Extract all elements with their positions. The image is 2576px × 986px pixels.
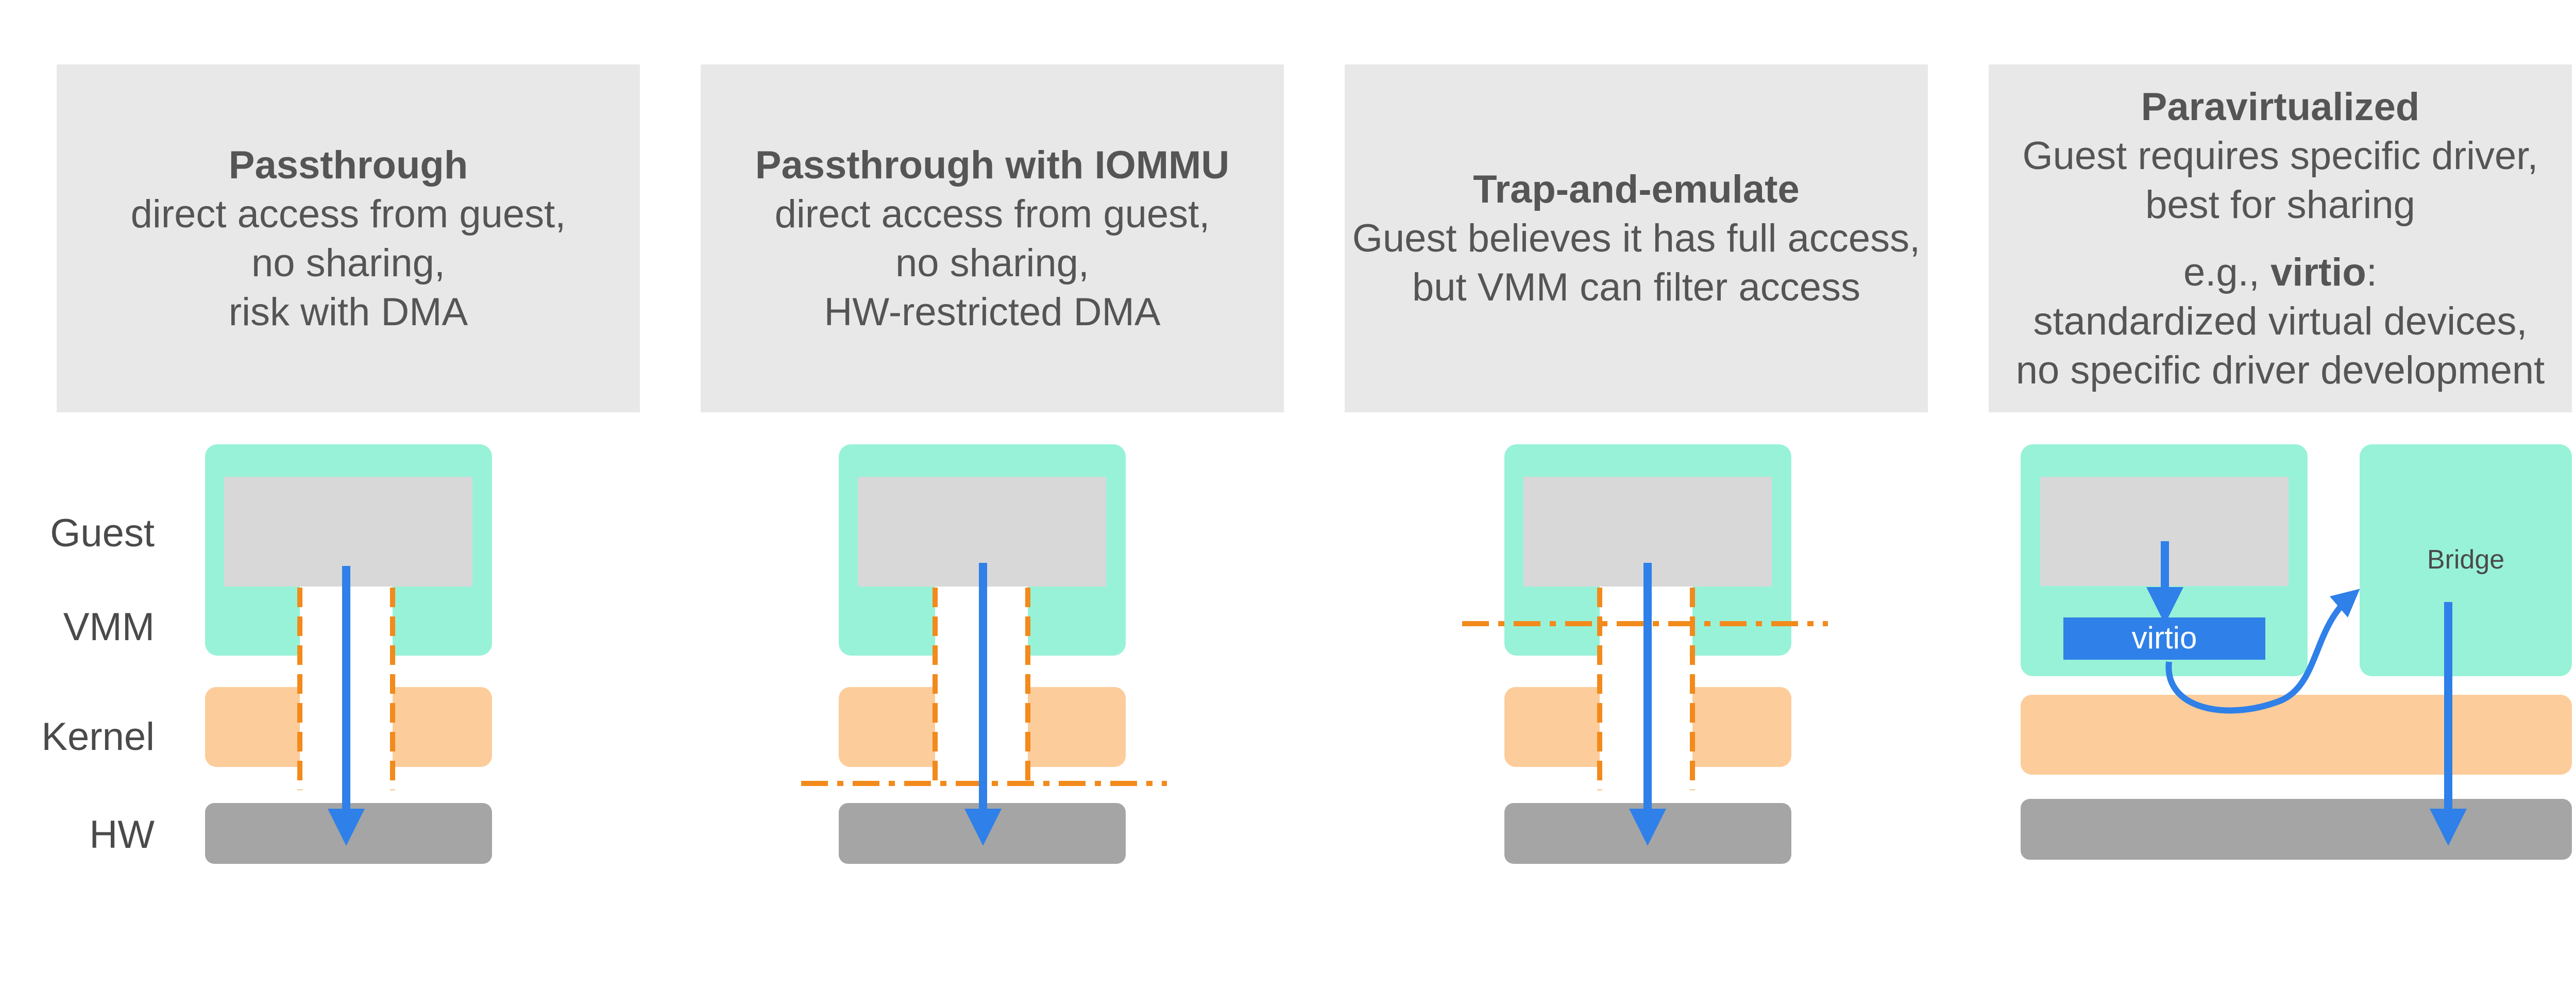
caption-title: Paravirtualized <box>2141 85 2420 129</box>
diagram-paravirtualized: Bridge virtio <box>2021 444 2572 860</box>
caption-line: risk with DMA <box>228 290 468 334</box>
virtio-driver <box>2063 617 2265 660</box>
layer-label-kernel: Kernel <box>41 715 155 759</box>
bridge-block <box>2360 444 2572 676</box>
caption-line: Guest requires specific driver, <box>2022 133 2538 178</box>
caption-line: no sharing, <box>251 241 446 285</box>
layer-label-guest: Guest <box>50 511 155 555</box>
caption-line: HW-restricted DMA <box>824 290 1161 334</box>
virtio-label: virtio <box>2132 621 2197 655</box>
caption-line: standardized virtual devices, <box>2033 299 2528 343</box>
caption-line: direct access from guest, <box>130 192 566 236</box>
caption-passthrough-iommu: Passthrough with IOMMU direct access fro… <box>701 64 1284 412</box>
caption-line: no sharing, <box>895 241 1090 285</box>
caption-line: best for sharing <box>2145 182 2415 227</box>
caption-line: direct access from guest, <box>774 192 1210 236</box>
caption-title: Passthrough with IOMMU <box>755 143 1230 187</box>
hw-block <box>2021 799 2572 860</box>
caption-line: no specific driver development <box>2015 348 2545 392</box>
example-bold: virtio <box>2270 250 2366 294</box>
caption-title: Trap-and-emulate <box>1473 168 1800 211</box>
caption-line: but VMM can filter access <box>1412 265 1861 309</box>
example-suffix: : <box>2366 250 2377 294</box>
caption-trap-and-emulate: Trap-and-emulate Guest believes it has f… <box>1345 64 1928 412</box>
caption-passthrough: Passthrough direct access from guest, no… <box>57 64 640 412</box>
kernel-block <box>2021 695 2572 775</box>
caption-paravirtualized: Paravirtualized Guest requires specific … <box>1989 64 2572 412</box>
diagram-trap-and-emulate <box>1462 444 1828 864</box>
bridge-label: Bridge <box>2427 545 2504 575</box>
diagram-passthrough <box>205 444 492 864</box>
diagram-passthrough-iommu <box>801 444 1167 864</box>
caption-example: e.g., virtio: <box>2183 248 2377 297</box>
example-prefix: e.g., <box>2183 250 2271 294</box>
layer-label-hw: HW <box>89 813 155 857</box>
layer-label-vmm: VMM <box>63 605 155 649</box>
caption-title: Passthrough <box>228 143 468 187</box>
caption-line: Guest believes it has full access, <box>1352 216 1921 260</box>
virtio-to-bridge-arrow-icon <box>2165 589 2360 714</box>
